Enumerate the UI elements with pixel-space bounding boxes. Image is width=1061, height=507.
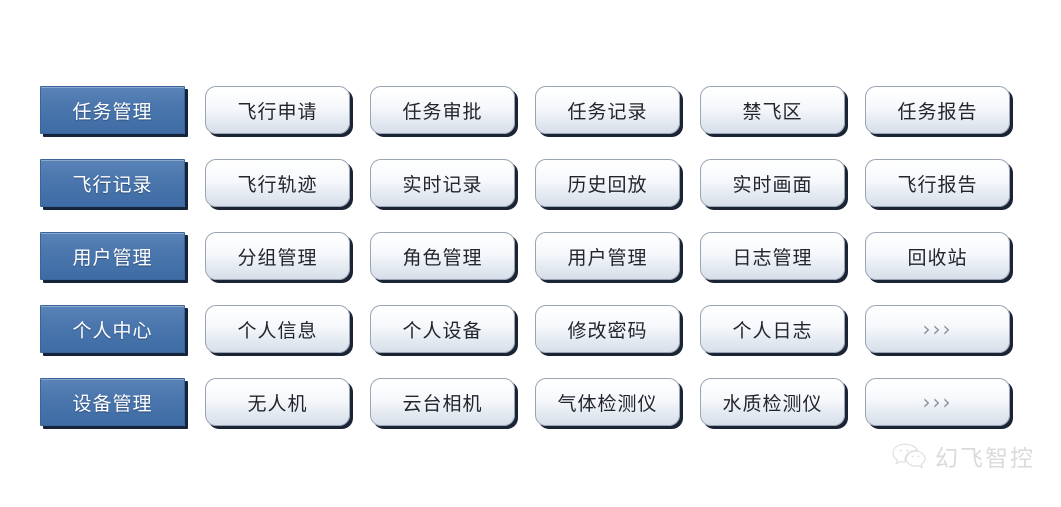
nav-item-label: 任务审批 bbox=[402, 100, 483, 123]
nav-grid: 任务管理 飞行申请 任务审批 任务记录 禁飞区 任务报告飞行记录 飞行轨迹 实时记录 历史回放 实… bbox=[40, 86, 1010, 426]
nav-item-label: 个人信息 bbox=[237, 319, 318, 342]
nav-item-button[interactable]: 分组管理 bbox=[205, 232, 350, 280]
nav-item-label: 历史回放 bbox=[567, 173, 648, 196]
nav-item-label: 修改密码 bbox=[567, 319, 648, 342]
nav-item-label: 个人日志 bbox=[732, 319, 813, 342]
wechat-icon bbox=[892, 443, 926, 469]
category-button[interactable]: 设备管理 bbox=[40, 378, 185, 426]
nav-item-label: 分组管理 bbox=[237, 246, 318, 269]
nav-item-label: 用户管理 bbox=[567, 246, 648, 269]
more-button[interactable]: ››› bbox=[865, 305, 1010, 353]
nav-item-label: 云台相机 bbox=[402, 392, 483, 415]
nav-item-button[interactable]: 任务报告 bbox=[865, 86, 1010, 134]
nav-item-button[interactable]: 飞行轨迹 bbox=[205, 159, 350, 207]
nav-item-button[interactable]: 无人机 bbox=[205, 378, 350, 426]
nav-item-label: 日志管理 bbox=[732, 246, 813, 269]
nav-item-label: 实时画面 bbox=[732, 173, 813, 196]
more-button[interactable]: ››› bbox=[865, 378, 1010, 426]
nav-item-button[interactable]: 用户管理 bbox=[535, 232, 680, 280]
nav-item-button[interactable]: 历史回放 bbox=[535, 159, 680, 207]
nav-item-button[interactable]: 日志管理 bbox=[700, 232, 845, 280]
nav-item-label: 禁飞区 bbox=[742, 100, 803, 123]
nav-item-button[interactable]: 个人设备 bbox=[370, 305, 515, 353]
nav-item-label: 实时记录 bbox=[402, 173, 483, 196]
nav-item-button[interactable]: 个人日志 bbox=[700, 305, 845, 353]
nav-item-button[interactable]: 个人信息 bbox=[205, 305, 350, 353]
nav-item-label: 飞行报告 bbox=[897, 173, 978, 196]
nav-item-button[interactable]: 水质检测仪 bbox=[700, 378, 845, 426]
nav-item-button[interactable]: 修改密码 bbox=[535, 305, 680, 353]
nav-item-label: 无人机 bbox=[247, 392, 308, 415]
nav-item-button[interactable]: 实时记录 bbox=[370, 159, 515, 207]
nav-item-label: 飞行轨迹 bbox=[237, 173, 318, 196]
watermark: 幻飞智控 bbox=[892, 439, 1035, 473]
nav-item-button[interactable]: 回收站 bbox=[865, 232, 1010, 280]
nav-item-label: 气体检测仪 bbox=[557, 392, 658, 415]
nav-item-button[interactable]: 任务审批 bbox=[370, 86, 515, 134]
watermark-text: 幻飞智控 bbox=[935, 446, 1035, 472]
category-button[interactable]: 用户管理 bbox=[40, 232, 185, 280]
nav-item-label: 任务报告 bbox=[897, 100, 978, 123]
chevron-right-triple-icon: ››› bbox=[922, 390, 953, 414]
nav-item-button[interactable]: 飞行报告 bbox=[865, 159, 1010, 207]
nav-item-label: 角色管理 bbox=[402, 246, 483, 269]
nav-item-button[interactable]: 任务记录 bbox=[535, 86, 680, 134]
category-button[interactable]: 个人中心 bbox=[40, 305, 185, 353]
category-button[interactable]: 飞行记录 bbox=[40, 159, 185, 207]
chevron-right-triple-icon: ››› bbox=[922, 317, 953, 341]
nav-item-button[interactable]: 实时画面 bbox=[700, 159, 845, 207]
category-button[interactable]: 任务管理 bbox=[40, 86, 185, 134]
nav-item-label: 水质检测仪 bbox=[722, 392, 823, 415]
nav-item-label: 任务记录 bbox=[567, 100, 648, 123]
nav-item-button[interactable]: 角色管理 bbox=[370, 232, 515, 280]
nav-item-button[interactable]: 飞行申请 bbox=[205, 86, 350, 134]
nav-item-label: 个人设备 bbox=[402, 319, 483, 342]
nav-item-button[interactable]: 禁飞区 bbox=[700, 86, 845, 134]
nav-item-label: 飞行申请 bbox=[237, 100, 318, 123]
nav-item-button[interactable]: 云台相机 bbox=[370, 378, 515, 426]
nav-item-label: 回收站 bbox=[907, 246, 968, 269]
nav-item-button[interactable]: 气体检测仪 bbox=[535, 378, 680, 426]
